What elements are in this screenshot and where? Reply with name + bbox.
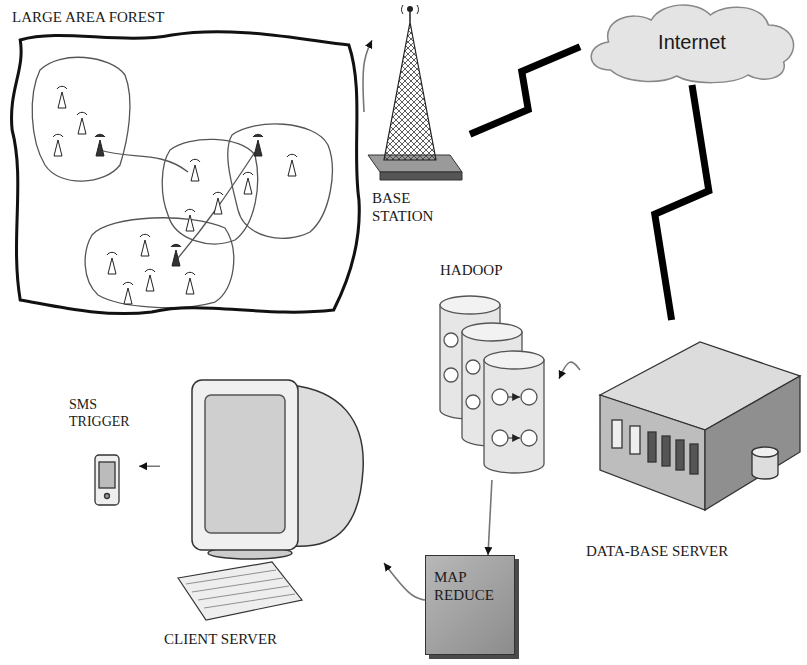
phone-icon [95, 455, 119, 505]
node-label: BASE STATION [372, 189, 447, 225]
node-label: SMS TRIGGER [69, 397, 135, 431]
sensor-tower [253, 134, 263, 156]
sensor-tower [53, 134, 63, 156]
hadoop-cylinders [440, 296, 544, 473]
client-server: CLIENT SERVER [160, 375, 384, 660]
sensor-tower [107, 252, 117, 274]
forest-region-outline [0, 0, 364, 320]
lightning-link [655, 85, 709, 320]
node-label: HADOOP [440, 261, 559, 279]
sensor-tower [190, 159, 200, 181]
lightning-link [470, 47, 580, 135]
database-server [600, 342, 800, 510]
sensor-clusters [32, 57, 332, 307]
flow-arrow [363, 40, 372, 112]
sensor-tower [140, 234, 150, 256]
outline-path [12, 32, 360, 314]
flow-arrow [488, 480, 492, 555]
node-label: Internet [580, 30, 804, 54]
sensor-tower [95, 134, 105, 156]
sensor-tower [213, 192, 223, 214]
node-label: MAP REDUCE [434, 568, 506, 604]
sensor-tower [185, 272, 195, 294]
base-station: BASE STATION [372, 5, 470, 240]
node-label: DATA-BASE SERVER [586, 542, 807, 560]
sensor-tower [145, 269, 155, 291]
computer-monitor [192, 380, 363, 559]
base-station-tower [368, 5, 462, 180]
flow-arrow [139, 465, 160, 467]
sensor-tower [287, 154, 297, 176]
sms-trigger: SMS TRIGGER [65, 395, 139, 520]
sensor-tower [57, 86, 67, 108]
node-label: CLIENT SERVER [164, 630, 384, 648]
map-reduce-box: MAP REDUCE [425, 555, 515, 655]
flow-arrow [384, 563, 425, 600]
flow-arrow [559, 362, 580, 379]
hadoop-cluster: HADOOP [430, 255, 559, 480]
sensor-towers [53, 86, 297, 304]
database-server: DATA-BASE SERVER [580, 320, 807, 570]
sensor-tower [171, 244, 181, 266]
sensor-tower [185, 209, 195, 231]
internet-cloud: Internet [580, 0, 804, 85]
sensor-tower [243, 172, 253, 194]
keyboard [178, 562, 302, 620]
forest-region: LARGE AREA FOREST [0, 0, 364, 320]
sensor-tower [123, 282, 133, 304]
sensor-tower [77, 112, 87, 134]
node-label: LARGE AREA FOREST [12, 8, 364, 26]
